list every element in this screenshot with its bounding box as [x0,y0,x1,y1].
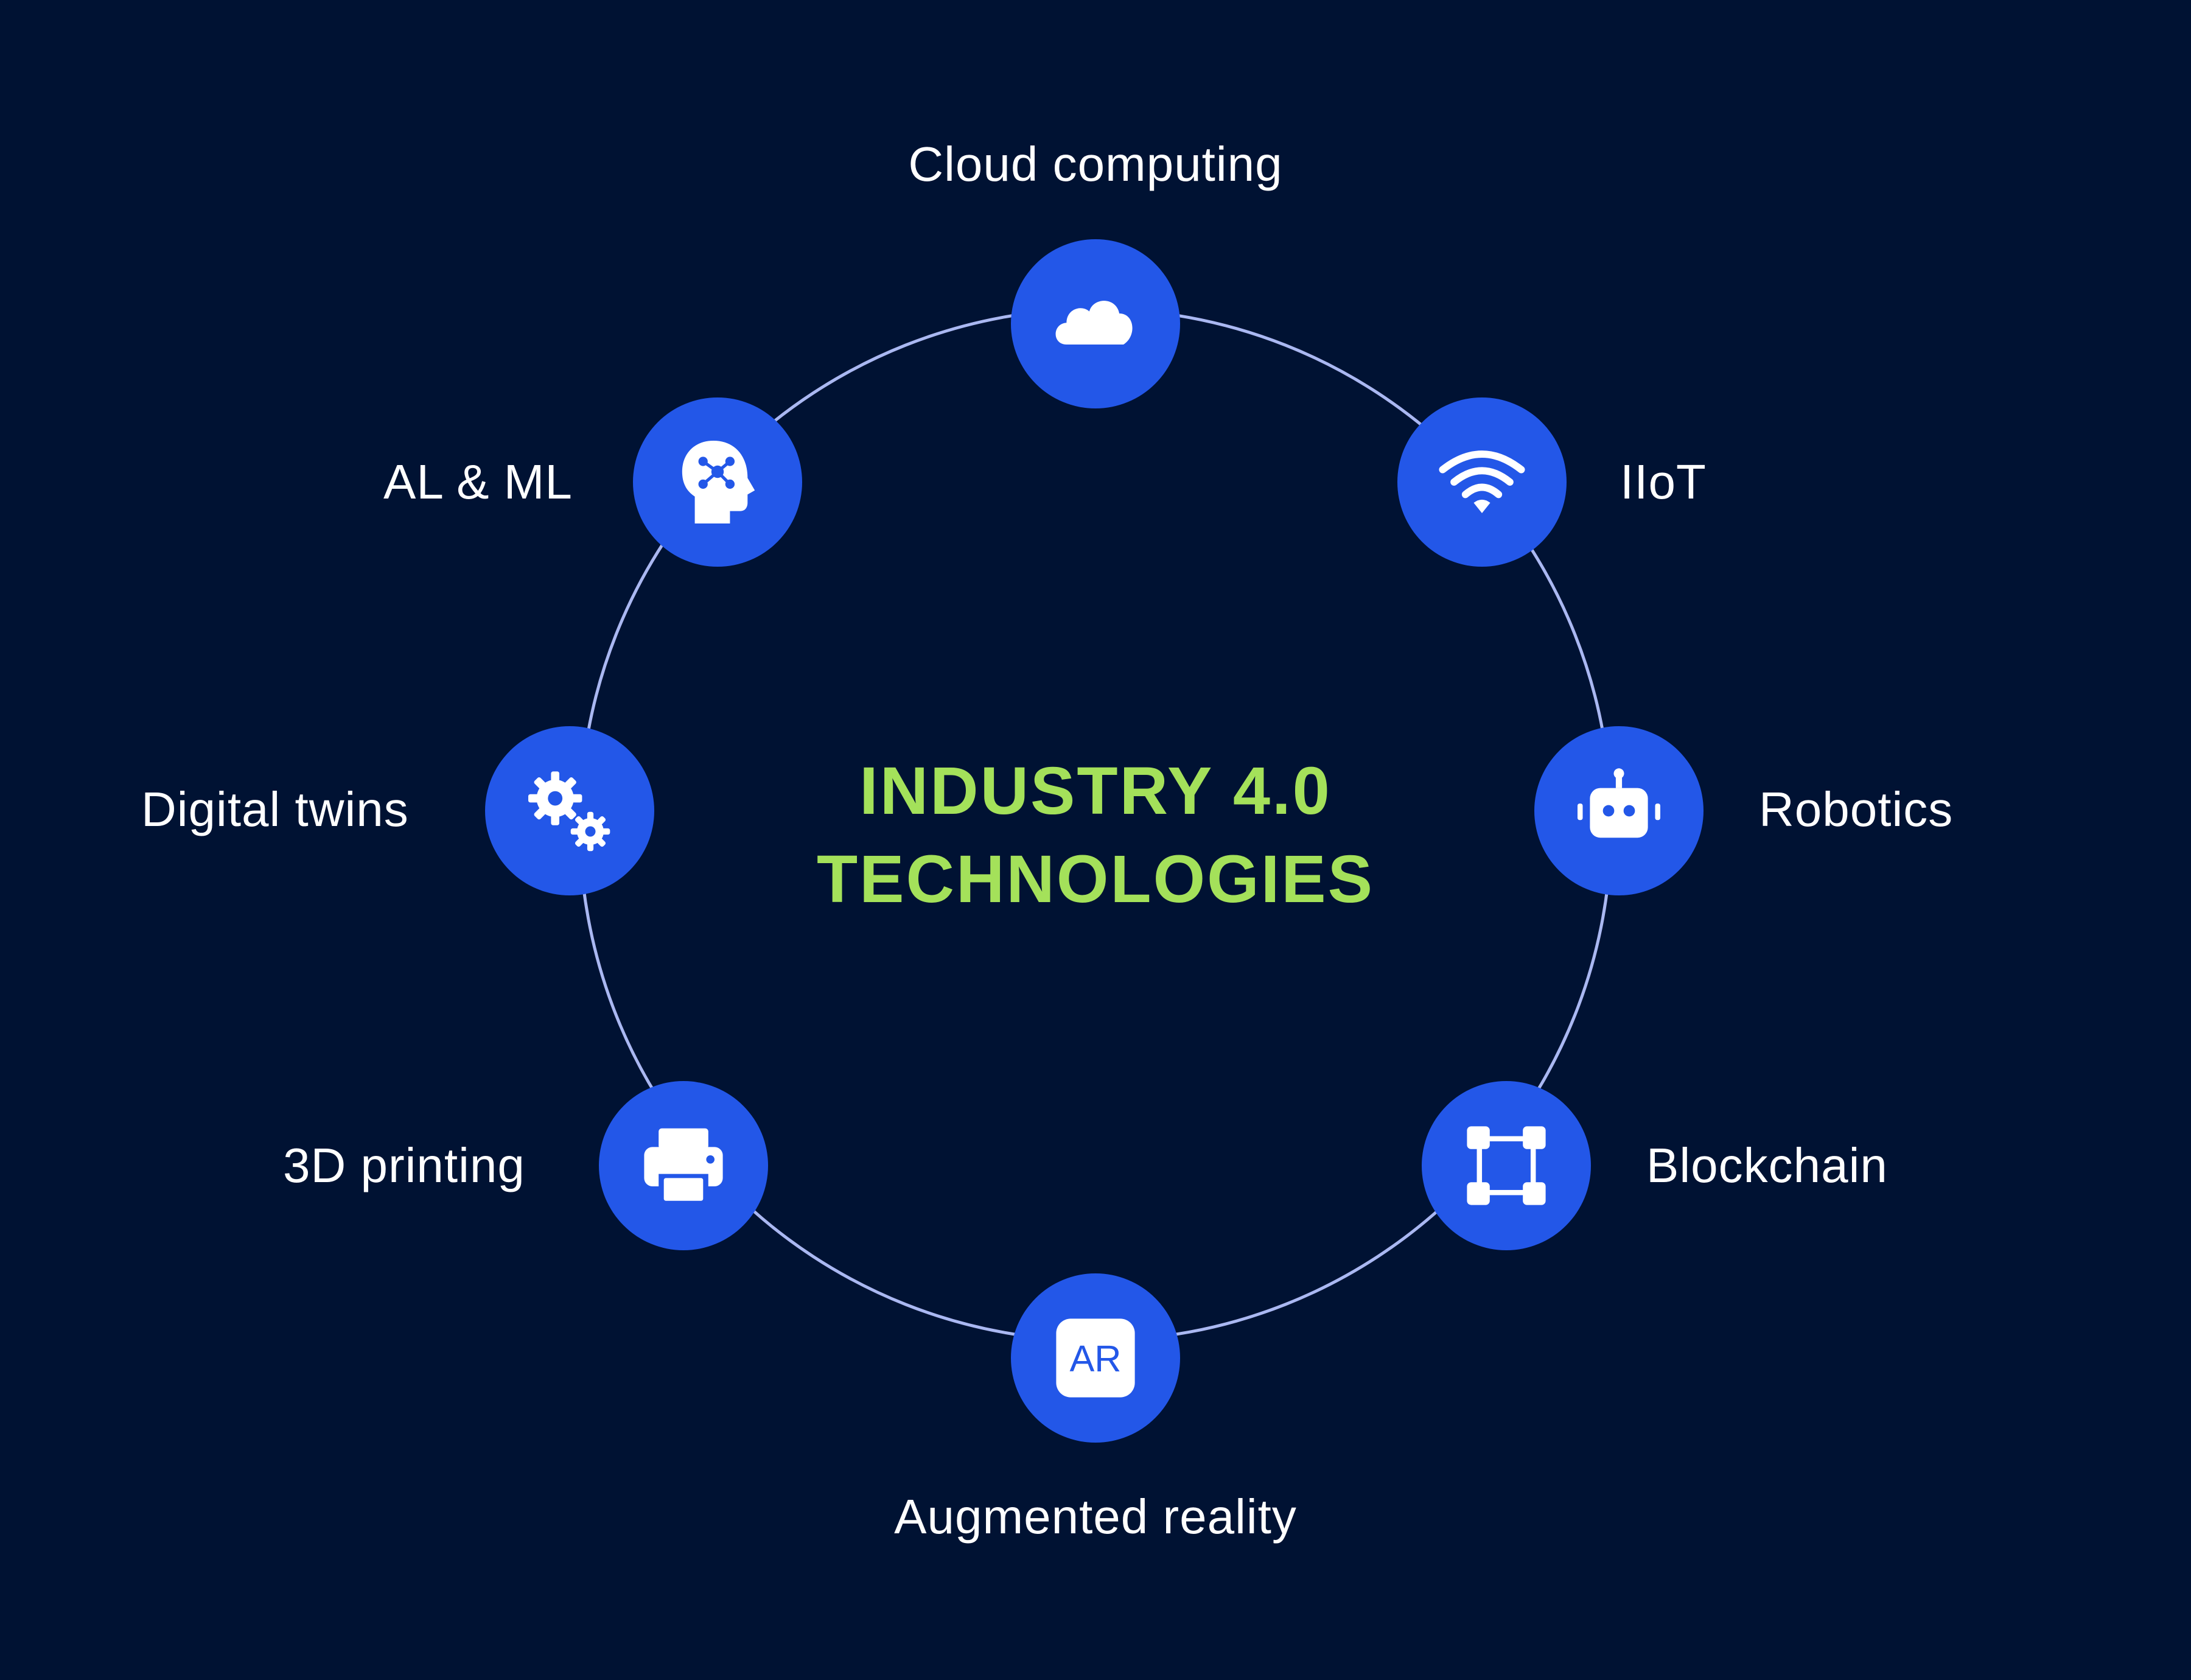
node-iiot [1397,397,1567,567]
label-3d-printing: 3D printing [283,1138,525,1192]
ai-head-icon [682,441,755,523]
label-augmented-reality: Augmented reality [894,1489,1297,1544]
node-blockchain [1422,1081,1591,1250]
ar-icon: AR [1056,1318,1135,1398]
blockchain-icon [1467,1126,1546,1205]
cloud-icon [1055,301,1133,345]
printer-icon [644,1128,723,1203]
label-robotics: Robotics [1759,782,1954,836]
wifi-icon [1439,450,1525,513]
node-3d-printing [599,1081,768,1250]
label-iiot: IIoT [1620,455,1707,509]
title-line-2: TECHNOLOGIES [816,842,1375,917]
label-cloud-computing: Cloud computing [908,137,1283,191]
node-cloud-computing [1011,239,1180,408]
label-al-ml: AL & ML [383,455,573,509]
node-augmented-reality: AR [1011,1273,1180,1443]
label-blockchain: Blockchain [1646,1138,1888,1192]
node-al-ml [633,397,802,567]
robot-icon [1578,768,1660,838]
node-robotics [1534,726,1704,895]
ar-icon-text: AR [1070,1338,1122,1379]
title-line-1: INDUSTRY 4.0 [859,754,1332,828]
node-digital-twins [485,726,654,895]
label-digital-twins: Digital twins [141,782,409,836]
gears-icon [528,771,610,852]
